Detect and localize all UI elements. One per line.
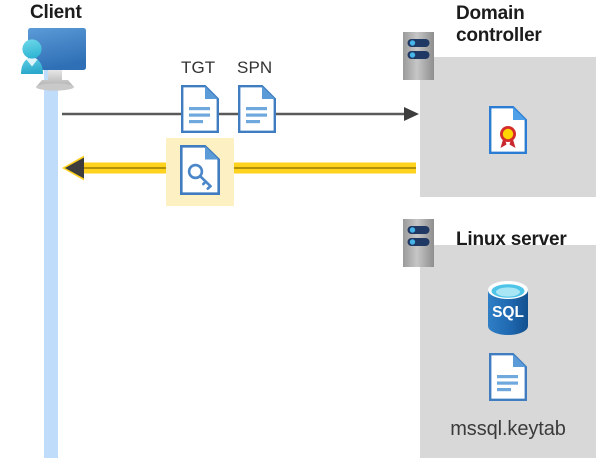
sql-database-icon: SQL: [484, 281, 532, 335]
linux-server-title: Linux server: [456, 229, 567, 250]
server-rack-icon: [403, 32, 434, 80]
document-icon: [181, 85, 219, 133]
server-rack-icon: [403, 219, 434, 267]
tgt-label: TGT: [181, 58, 216, 77]
domain-controller-title: Domain controller: [456, 3, 596, 47]
domain-controller-title-line2: controller: [456, 25, 542, 46]
client-workstation-icon: [8, 26, 104, 92]
document-icon: [489, 353, 527, 401]
domain-controller-title-line1: Domain: [456, 3, 525, 24]
key-document-icon: [180, 145, 220, 195]
client-lifeline-bar: [44, 62, 58, 458]
certificate-doc-icon: [489, 106, 527, 154]
sql-icon-text: SQL: [492, 304, 524, 321]
spn-label: SPN: [237, 58, 273, 77]
client-title: Client: [30, 2, 82, 23]
keytab-filename-label: mssql.keytab: [450, 418, 566, 440]
document-icon: [238, 85, 276, 133]
linux-server-panel: [420, 245, 596, 458]
